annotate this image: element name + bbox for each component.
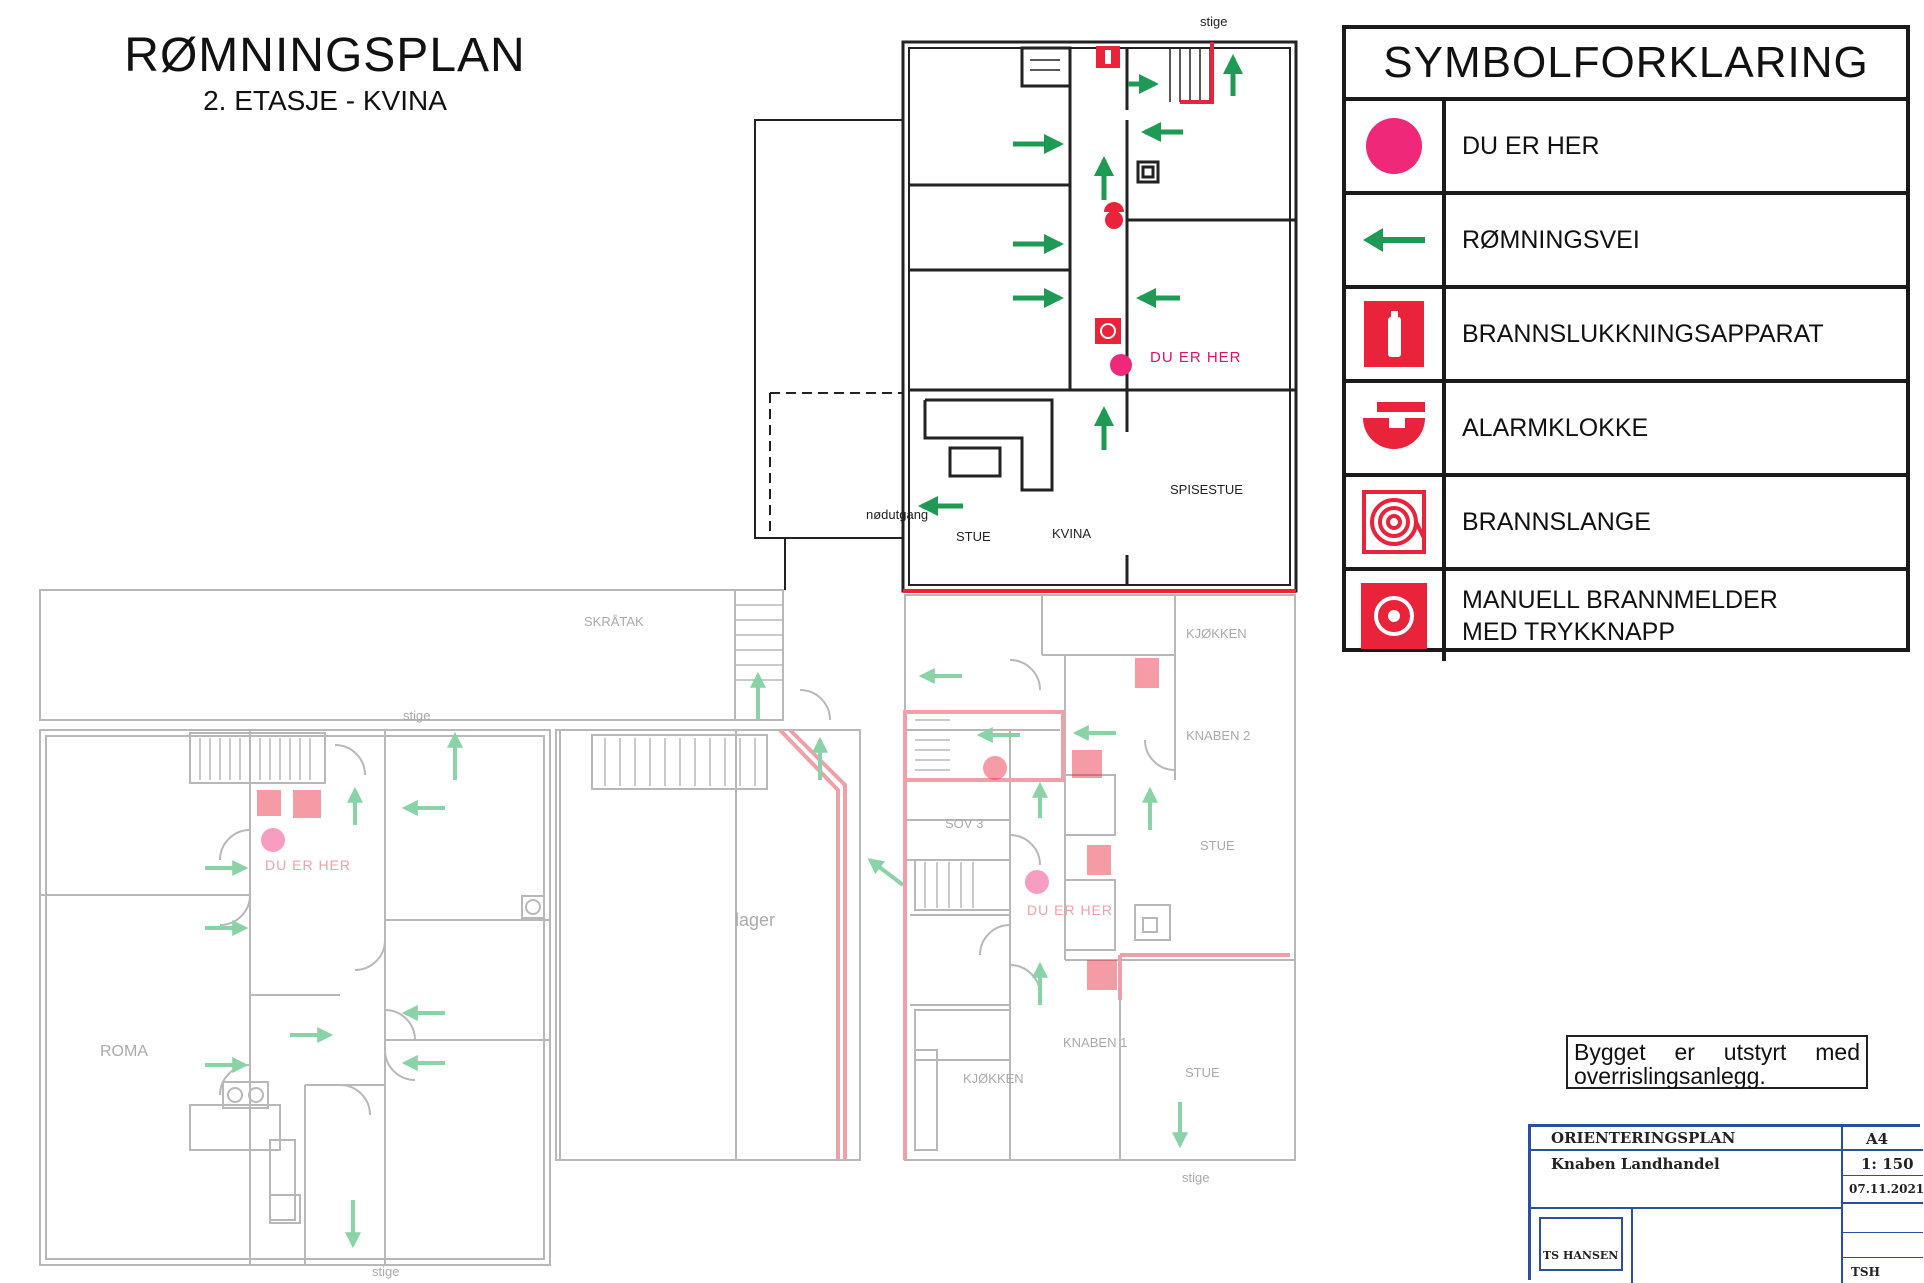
lower-symbols [257, 658, 1159, 990]
titleblock-date: 07.11.2021 [1849, 1182, 1924, 1196]
label-stue-right: STUE [1200, 838, 1235, 853]
upper-floor [754, 40, 1298, 593]
label-knaben-2: KNABEN 2 [1186, 728, 1250, 743]
plan-labels: stige nødutgang STUE KVINA SPISESTUE DU … [100, 14, 1250, 1279]
lower-escape-route-arrows [205, 668, 1188, 1249]
legend: SYMBOLFORKLARING DU ER HER RØMNINGSVEI B… [1342, 25, 1910, 661]
sprinkler-note: Bygget er utstyrt med overrislingsanlegg… [1566, 1035, 1868, 1089]
legend-label-line1: MANUELL BRANNMELDER [1462, 586, 1778, 614]
label-du-er-her-upper: DU ER HER [1150, 349, 1242, 366]
manual-call-point-icon [1095, 318, 1121, 344]
upper-symbols [1095, 46, 1132, 376]
escape-route-arrows [918, 54, 1243, 516]
legend-label: BRANNSLUKKNINGSAPPARAT [1462, 320, 1824, 348]
titleblock-scale: 1: 150 [1861, 1155, 1914, 1173]
titleblock-company: TS HANSEN [1543, 1249, 1619, 1262]
you-are-here-marker [1110, 354, 1132, 376]
note-line1: Bygget er utstyrt med [1574, 1039, 1860, 1065]
titleblock-initials: TSH [1851, 1265, 1880, 1279]
legend-label: BRANNSLANGE [1462, 508, 1651, 536]
upper-floor-fire-walls [903, 42, 1296, 593]
label-knaben-1: KNABEN 1 [1063, 1035, 1127, 1050]
manual-call-point-icon [1346, 571, 1446, 661]
titleblock-project: Knaben Landhandel [1551, 1155, 1720, 1173]
legend-row-alarmklokke: ALARMKLOKKE [1346, 383, 1906, 477]
lower-floor-fire-walls [778, 710, 1290, 1160]
label-du-er-her-left: DU ER HER [265, 857, 351, 873]
label-du-er-her-right: DU ER HER [1027, 902, 1113, 918]
label-skratak: SKRÅTAK [584, 614, 644, 629]
label-sov-3: SOV 3 [945, 816, 983, 831]
legend-row-brannslange: BRANNSLANGE [1346, 477, 1906, 571]
legend-row-du-er-her: DU ER HER [1346, 101, 1906, 195]
titleblock-heading: ORIENTERINGSPLAN [1551, 1129, 1736, 1147]
legend-row-brannslukkningsapparat: BRANNSLUKKNINGSAPPARAT [1346, 289, 1906, 383]
label-stige-top: stige [1200, 14, 1227, 29]
label-stue-upper: STUE [956, 529, 991, 544]
titleblock-company-logo [1539, 1217, 1623, 1271]
titleblock-paper: A4 [1866, 1130, 1889, 1148]
label-roma: ROMA [100, 1043, 148, 1060]
legend-label: MANUELL BRANNMELDER MED TRYKKNAPP [1446, 584, 1778, 648]
alarm-bell-icon [1104, 202, 1124, 212]
legend-label-line2: MED TRYKKNAPP [1462, 618, 1676, 646]
note-line2: overrislingsanlegg. [1574, 1063, 1766, 1089]
label-stue-bottom: STUE [1185, 1065, 1220, 1080]
legend-label: RØMNINGSVEI [1462, 226, 1640, 254]
legend-title: SYMBOLFORKLARING [1346, 29, 1906, 101]
label-kjokken-top: KJØKKEN [1186, 626, 1247, 641]
label-kvina: KVINA [1052, 526, 1091, 541]
label-stige-bottom-left: stige [372, 1264, 399, 1279]
page-title: RØMNINGSPLAN [124, 29, 526, 82]
plan-title-block: RØMNINGSPLAN 2. ETASJE - KVINA [60, 28, 590, 117]
fire-hose-icon [1346, 477, 1446, 567]
legend-row-manuell-brannmelder: MANUELL BRANNMELDER MED TRYKKNAPP [1346, 571, 1906, 661]
you-are-here-icon [1346, 101, 1446, 191]
fire-extinguisher-icon [1346, 289, 1446, 379]
legend-label: ALARMKLOKKE [1462, 414, 1649, 442]
label-kjokken-bottom: KJØKKEN [963, 1071, 1024, 1086]
alarm-bell-icon [1346, 383, 1446, 473]
label-stige-left: stige [403, 708, 430, 723]
label-stige-bottom-right: stige [1182, 1170, 1209, 1185]
page-subtitle: 2. ETASJE - KVINA [203, 85, 447, 116]
legend-row-romningsvei: RØMNINGSVEI [1346, 195, 1906, 289]
title-block: ORIENTERINGSPLAN Knaben Landhandel A4 1:… [1528, 1124, 1924, 1283]
label-nodutgang: nødutgang [866, 507, 928, 522]
escape-route-arrow-icon [1346, 195, 1446, 285]
label-spisestue: SPISESTUE [1170, 482, 1243, 497]
legend-label: DU ER HER [1462, 132, 1600, 160]
label-lager: lager [735, 910, 775, 930]
